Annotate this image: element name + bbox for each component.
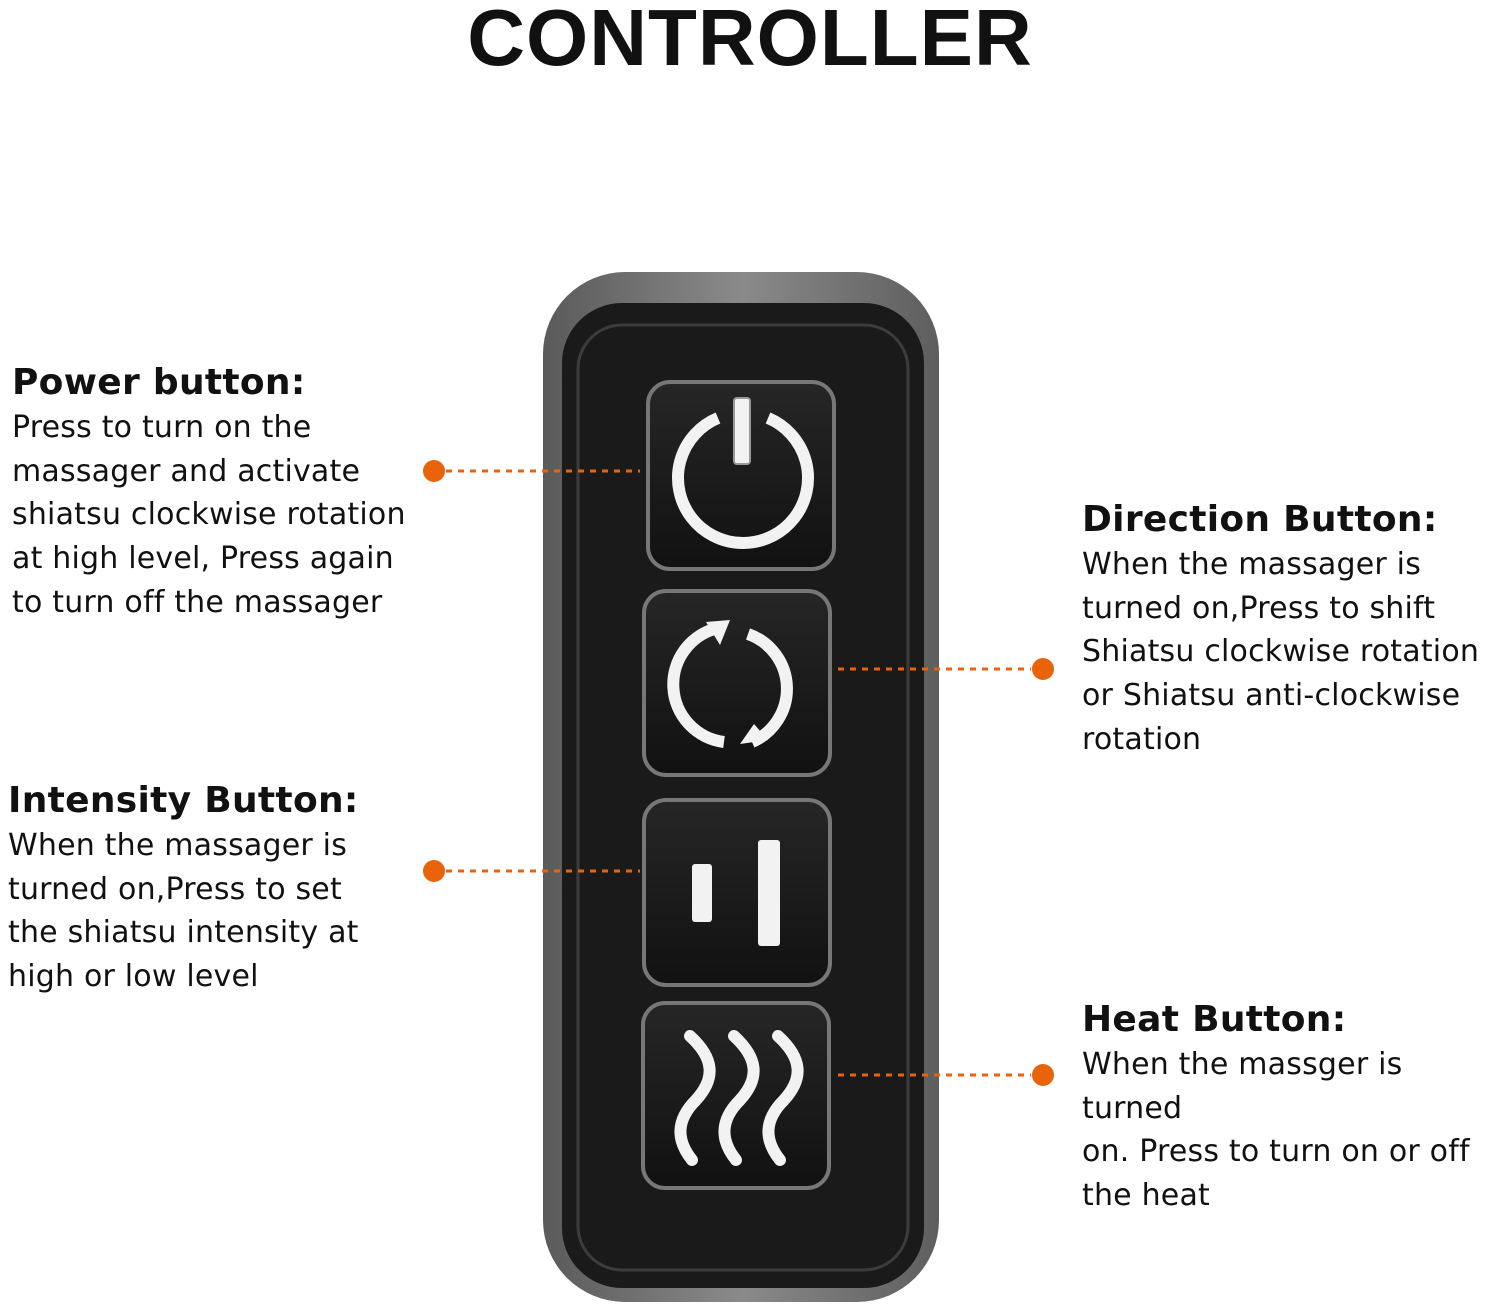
- callout-line: rotation: [1082, 721, 1202, 757]
- callout-heat: Heat Button: When the massger is turned …: [1082, 997, 1500, 1218]
- callout-heading: Heat Button:: [1082, 999, 1347, 1040]
- page-title: CONTROLLER: [467, 0, 1033, 82]
- callout-line: high or low level: [8, 959, 259, 995]
- callout-line: turned on,Press to shift: [1082, 590, 1436, 626]
- callout-heading: Direction Button:: [1082, 499, 1438, 540]
- callout-direction: Direction Button: When the massager is t…: [1082, 497, 1500, 762]
- leader-heat: [838, 1064, 1054, 1086]
- callout-line: When the massger is turned: [1082, 1047, 1403, 1126]
- callout-line: When the massager is: [1082, 547, 1422, 582]
- callout-line: the shiatsu intensity at: [8, 915, 359, 951]
- callout-line: the heat: [1082, 1178, 1210, 1214]
- callout-text: When the massger is turned on. Press to …: [1082, 1043, 1500, 1218]
- callout-line: turned on,Press to set: [8, 871, 342, 907]
- leader-direction: [838, 658, 1054, 680]
- callout-line: on. Press to turn on or off: [1082, 1134, 1470, 1170]
- callout-line: at high level, Press again: [12, 541, 394, 577]
- direction-button[interactable]: [642, 589, 832, 777]
- heat-waves-icon: [674, 1030, 804, 1166]
- power-button[interactable]: [646, 380, 836, 571]
- callout-line: When the massager is: [8, 828, 348, 863]
- callout-text: Press to turn on the massager and activa…: [12, 406, 432, 625]
- callout-power: Power button: Press to turn on the massa…: [12, 360, 432, 625]
- callout-line: shiatsu clockwise rotation: [12, 497, 406, 533]
- callout-text: When the massager is turned on,Press to …: [8, 824, 428, 999]
- leader-power: [423, 460, 640, 482]
- heat-button[interactable]: [641, 1001, 831, 1190]
- rotate-arrows-icon: [667, 620, 793, 748]
- controller-inner-border: [576, 323, 910, 1272]
- power-icon: [672, 397, 814, 549]
- callout-heading: Intensity Button:: [8, 780, 359, 821]
- intensity-bars-icon: [692, 840, 780, 946]
- callout-line: Shiatsu clockwise rotation: [1082, 634, 1480, 670]
- callout-line: to turn off the massager: [12, 584, 383, 620]
- callout-line: massager and activate: [12, 453, 361, 489]
- callout-intensity: Intensity Button: When the massager is t…: [8, 778, 428, 999]
- callout-line: Press to turn on the: [12, 410, 312, 445]
- leader-intensity: [423, 860, 640, 882]
- callout-line: or Shiatsu anti-clockwise: [1082, 678, 1461, 714]
- callout-heading: Power button:: [12, 362, 306, 403]
- callout-text: When the massager is turned on,Press to …: [1082, 543, 1500, 762]
- intensity-button[interactable]: [642, 798, 832, 987]
